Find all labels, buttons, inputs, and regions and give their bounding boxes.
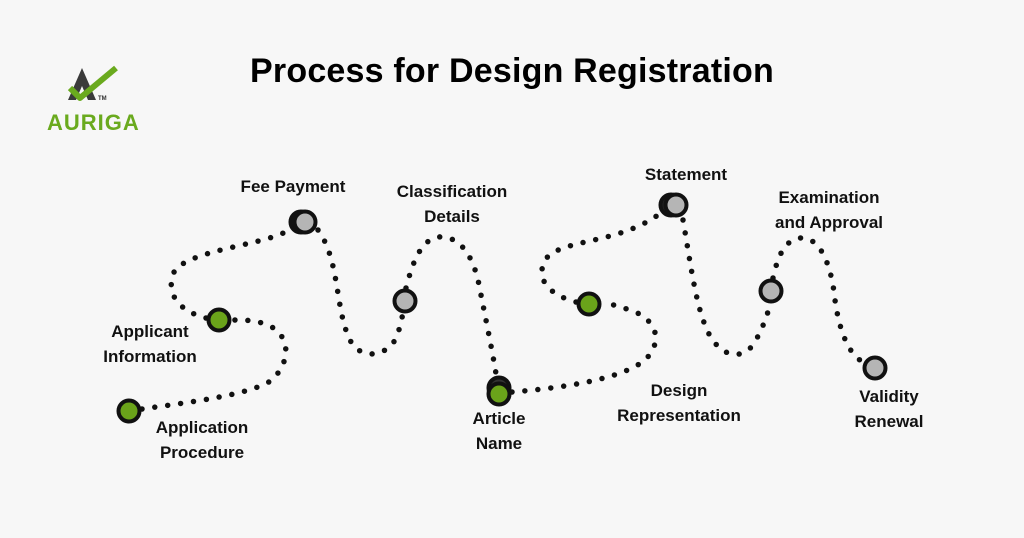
label-line: Name [475, 434, 523, 453]
label-line: Applicant [111, 322, 189, 341]
label-line: Design [650, 381, 708, 400]
node-validity-renewal[interactable] [862, 355, 888, 381]
connector-8-9 [770, 235, 866, 365]
connector-5-6 [509, 301, 659, 395]
label-line: Information [103, 347, 197, 366]
label-line: Examination [778, 188, 880, 207]
label-line: Application [155, 418, 249, 437]
label-fee-payment: Fee Payment [241, 174, 346, 199]
connector-6-7 [539, 209, 665, 305]
label-article-name: Article Name [473, 406, 526, 456]
connector-1-2 [139, 317, 289, 412]
connector-7-8 [680, 217, 773, 358]
connector-3-4 [315, 227, 406, 357]
label-line: Representation [617, 406, 741, 425]
label-statement: Statement [645, 162, 727, 187]
node-article-name[interactable] [486, 381, 512, 407]
label-line: Renewal [854, 412, 924, 431]
logo-checkmark [67, 65, 118, 101]
label-application-procedure: Application Procedure [156, 415, 249, 465]
label-line: Article [472, 409, 526, 428]
label-line: Validity [859, 387, 919, 406]
node-application-procedure[interactable] [116, 398, 142, 424]
node-examination-and-approval[interactable] [758, 278, 784, 304]
connector-2-3 [168, 225, 295, 321]
node-design-representation[interactable] [576, 291, 602, 317]
label-applicant-information: Applicant Information [103, 319, 197, 369]
label-line: Details [424, 207, 480, 226]
label-classification-details: Classification Details [397, 179, 508, 229]
label-validity-renewal: Validity Renewal [855, 384, 924, 434]
label-design-representation: Design Representation [617, 378, 741, 428]
node-applicant-information[interactable] [206, 307, 232, 333]
label-line: Classification [396, 182, 508, 201]
label-line: Fee Payment [240, 177, 346, 196]
page-title: Process for Design Registration [250, 52, 774, 90]
label-line: Procedure [159, 443, 245, 462]
auriga-logo-icon: TM [67, 65, 118, 102]
node-classification-details[interactable] [392, 288, 418, 314]
trademark-mark: TM [98, 96, 107, 102]
connector-4-5 [403, 234, 500, 383]
label-examination-and-approval: Examination and Approval [775, 185, 883, 235]
node-statement[interactable] [663, 192, 689, 218]
brand-name: AURIGA [47, 110, 140, 135]
label-line: Statement [644, 165, 728, 184]
node-fee-payment[interactable] [292, 209, 318, 235]
label-line: and Approval [775, 213, 883, 232]
